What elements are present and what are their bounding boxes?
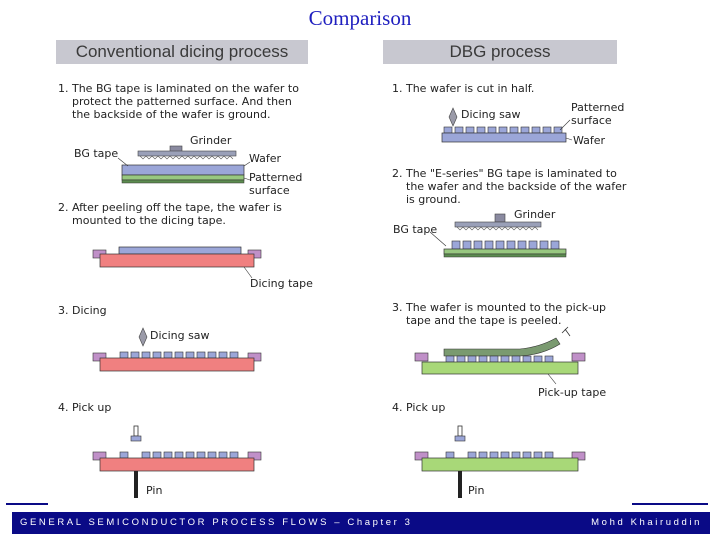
footer-deco-left xyxy=(6,503,48,505)
left-step1-drawing xyxy=(117,145,251,184)
conventional-header: Conventional dicing process xyxy=(56,40,308,64)
right-step2-line1: 2. The "E-series" BG tape is laminated t… xyxy=(392,167,617,180)
right-patterned-label-1: Patterned xyxy=(571,101,624,114)
right-step2-drawing xyxy=(429,213,567,258)
left-grinder-label: Grinder xyxy=(190,134,232,147)
left-pin-label: Pin xyxy=(146,484,162,497)
left-step1-line3: the backside of the wafer is ground. xyxy=(72,108,270,121)
right-step4-drawing xyxy=(414,425,586,498)
footer-bar: GENERAL SEMICONDUCTOR PROCESS FLOWS – Ch… xyxy=(12,512,710,534)
right-dicing-saw-label: Dicing saw xyxy=(461,108,521,121)
right-grinder-label: Grinder xyxy=(514,208,556,221)
right-pin-label: Pin xyxy=(468,484,484,497)
left-step3-drawing xyxy=(92,327,262,372)
left-dicing-tape-label: Dicing tape xyxy=(250,277,313,290)
left-patterned-label-1: Patterned xyxy=(249,171,302,184)
process-diagram: 1. The BG tape is laminated on the wafer… xyxy=(58,82,627,498)
right-step3-drawing xyxy=(414,326,586,385)
right-step1-drawing xyxy=(441,107,573,143)
right-step1: 1. The wafer is cut in half. xyxy=(392,82,534,95)
left-step4: 4. Pick up xyxy=(58,401,111,414)
left-step2-line1: 2. After peeling off the tape, the wafer… xyxy=(58,201,282,214)
right-step2-line2: the wafer and the backside of the wafer xyxy=(406,180,627,193)
left-step1-line2: protect the patterned surface. And then xyxy=(72,95,292,108)
footer-author: Mohd Khairuddin xyxy=(591,517,702,528)
left-step2-drawing xyxy=(92,246,262,279)
right-step3-line1: 3. The wafer is mounted to the pick-up xyxy=(392,301,606,314)
left-step4-drawing xyxy=(92,425,262,498)
footer-chapter: GENERAL SEMICONDUCTOR PROCESS FLOWS – Ch… xyxy=(20,517,413,528)
slide-title: Comparison xyxy=(308,6,412,30)
right-patterned-label-2: surface xyxy=(571,114,612,127)
left-dicing-saw-label: Dicing saw xyxy=(150,329,210,342)
left-step1-line1: 1. The BG tape is laminated on the wafer… xyxy=(58,82,299,95)
right-bg-tape-label: BG tape xyxy=(393,223,437,236)
footer-deco-right xyxy=(632,503,708,505)
right-step3-line2: tape and the tape is peeled. xyxy=(406,314,561,327)
left-patterned-label-2: surface xyxy=(249,184,290,197)
left-wafer-label: Wafer xyxy=(249,152,282,165)
right-wafer-label: Wafer xyxy=(573,134,606,147)
left-bg-tape-label: BG tape xyxy=(74,147,118,160)
right-step4: 4. Pick up xyxy=(392,401,445,414)
right-step2-line3: is ground. xyxy=(406,193,461,206)
left-step2-line2: mounted to the dicing tape. xyxy=(72,214,226,227)
dbg-header: DBG process xyxy=(383,40,617,64)
right-pickup-tape-label: Pick-up tape xyxy=(538,386,606,399)
left-step3: 3. Dicing xyxy=(58,304,107,317)
